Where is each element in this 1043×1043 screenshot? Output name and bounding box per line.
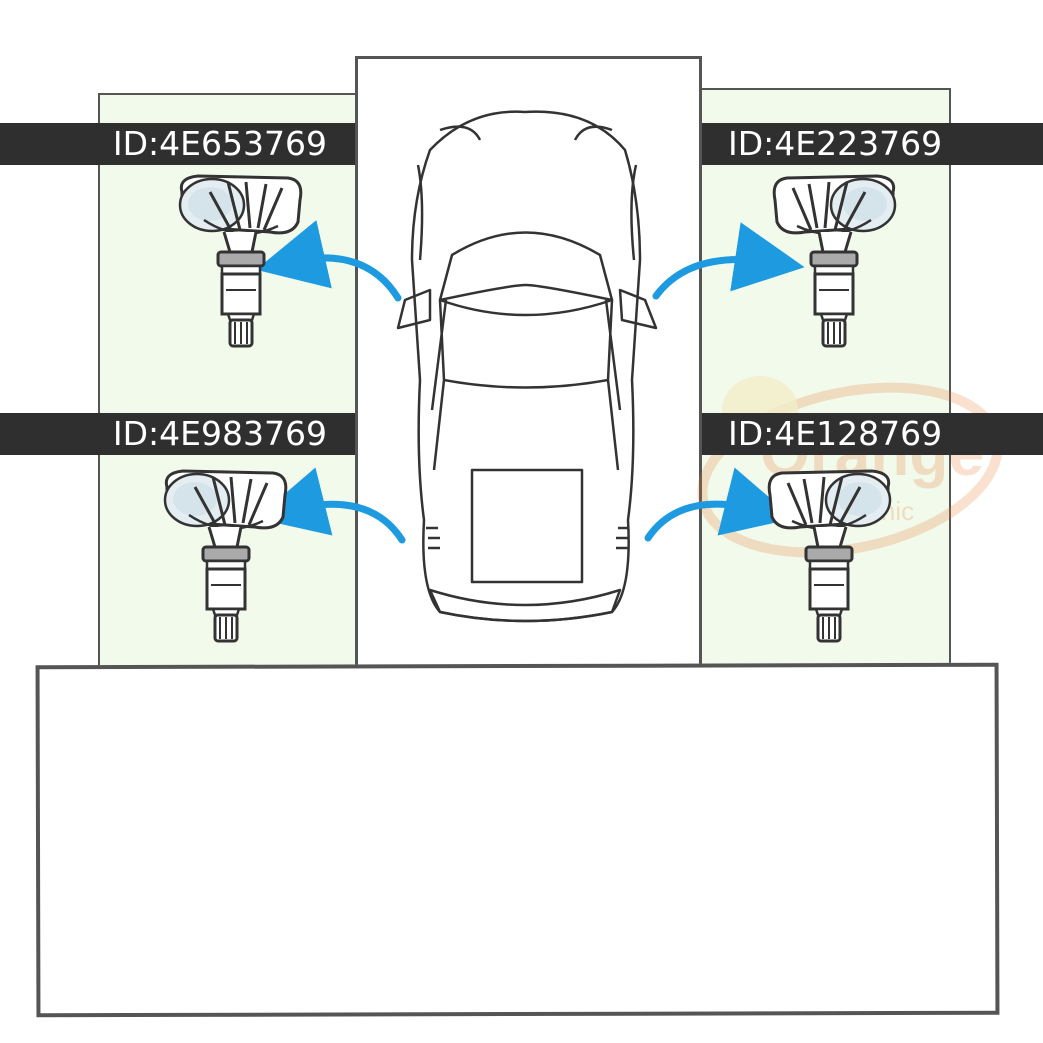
tpms-sensor-front-left-icon — [170, 170, 310, 350]
tpms-sensor-front-right-icon — [765, 170, 905, 350]
arrow-to-rear-right — [644, 467, 794, 542]
arrow-to-front-left — [255, 220, 402, 302]
sensor-id-front-left: ID:4E653769 — [0, 123, 355, 165]
sensor-id-rear-right: ID:4E128769 — [702, 413, 1043, 455]
bottom-blank-box — [35, 662, 1000, 1018]
arrow-to-rear-left — [256, 467, 406, 544]
tpms-sensor-rear-right-icon — [760, 465, 900, 645]
arrow-to-front-right — [652, 222, 805, 300]
sensor-id-front-right: ID:4E223769 — [702, 123, 1043, 165]
sensor-id-rear-left: ID:4E983769 — [0, 413, 355, 455]
tpms-sensor-rear-left-icon — [155, 465, 295, 645]
